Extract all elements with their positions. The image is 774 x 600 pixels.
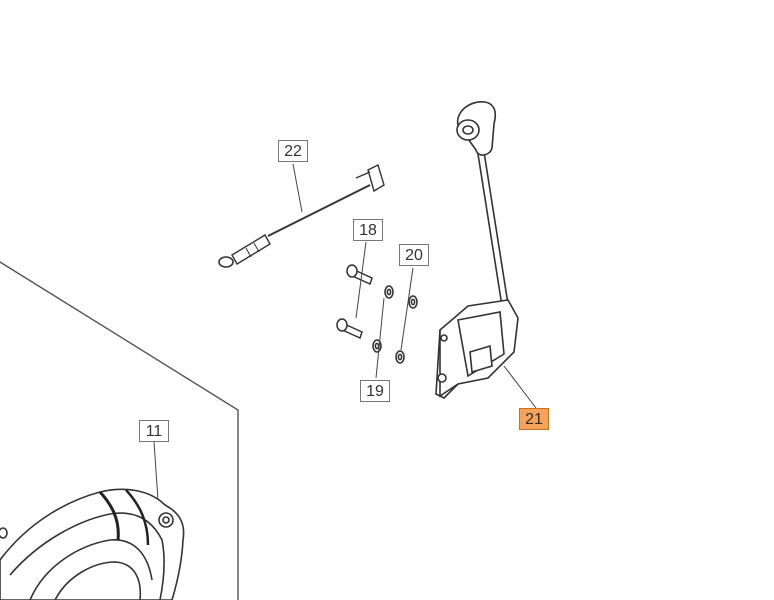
part-21-ignition-coil	[435, 101, 519, 399]
part-19-20-washers	[372, 285, 418, 364]
leader-lines	[153, 163, 537, 501]
callout-20[interactable]: 20	[399, 244, 429, 266]
callout-21[interactable]: 21	[519, 408, 549, 430]
part-11-cover	[0, 488, 185, 600]
callout-11[interactable]: 11	[139, 420, 169, 442]
callout-18[interactable]: 18	[353, 219, 383, 241]
part-22-ground-wire	[218, 164, 385, 268]
housing-panel	[0, 261, 239, 600]
callout-22[interactable]: 22	[278, 140, 308, 162]
part-18-screws	[336, 264, 373, 340]
callout-19[interactable]: 19	[360, 380, 390, 402]
